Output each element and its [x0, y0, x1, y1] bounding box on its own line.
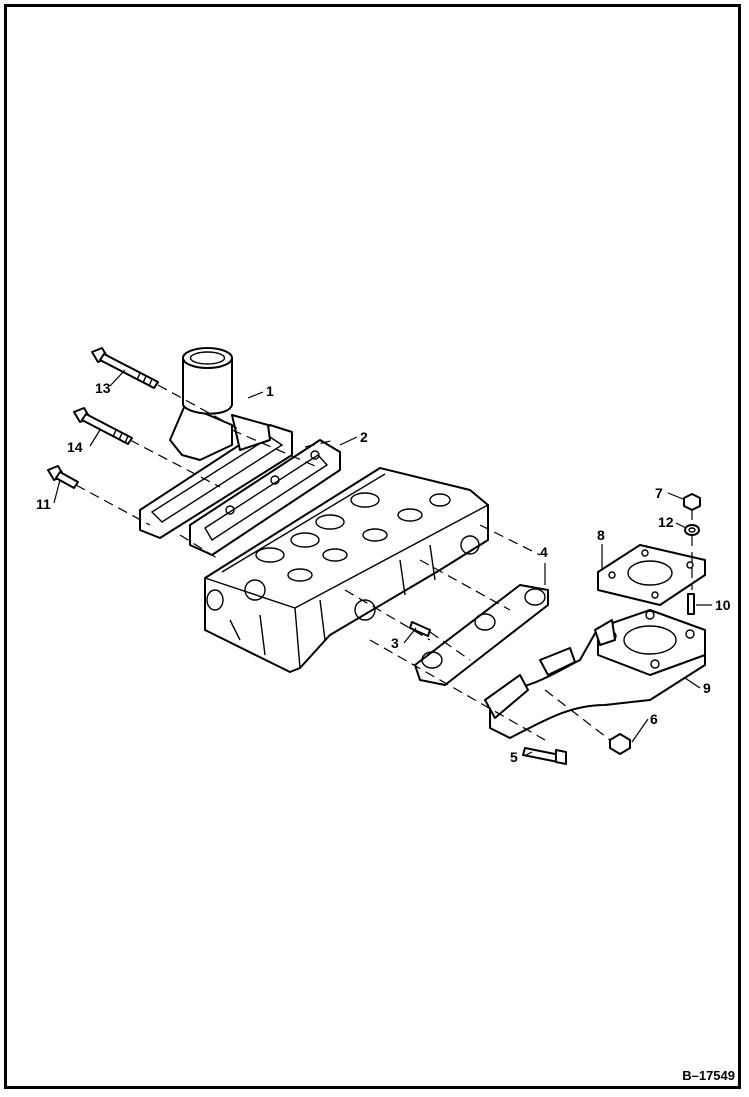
callout-4: 4	[540, 544, 548, 560]
housing-gasket	[189, 439, 341, 556]
washer-12	[684, 524, 700, 536]
callout-10: 10	[715, 597, 731, 613]
alignment-lines	[75, 384, 693, 741]
cylinder-head	[204, 467, 489, 673]
callout-11: 11	[36, 496, 51, 512]
bolt-13	[91, 347, 159, 389]
leader-lines	[53, 369, 712, 757]
nut-7	[683, 493, 701, 511]
stud-10	[687, 593, 695, 615]
reference-code: B–17549	[682, 1068, 735, 1083]
callout-labels: 1 2 3 4 5 6 7 8 9 10 11 12 13 14	[36, 380, 731, 765]
bolt-11	[47, 465, 79, 489]
callout-14: 14	[67, 439, 83, 455]
nut-6	[609, 733, 631, 755]
bolt-5	[522, 747, 567, 765]
callout-3: 3	[391, 635, 399, 651]
callout-9: 9	[703, 680, 711, 696]
callout-8: 8	[597, 527, 605, 543]
manifold-gasket	[414, 584, 549, 686]
callout-5: 5	[510, 749, 518, 765]
flange-gasket	[597, 544, 706, 606]
thermostat-housing	[139, 347, 293, 539]
callout-13: 13	[95, 380, 111, 396]
exhaust-manifold	[484, 609, 706, 739]
callout-2: 2	[360, 429, 368, 445]
callout-7: 7	[655, 485, 663, 501]
bolt-14	[73, 407, 133, 445]
callout-6: 6	[650, 711, 658, 727]
callout-12: 12	[658, 514, 674, 530]
stud-3	[409, 621, 431, 637]
callout-1: 1	[266, 383, 274, 399]
